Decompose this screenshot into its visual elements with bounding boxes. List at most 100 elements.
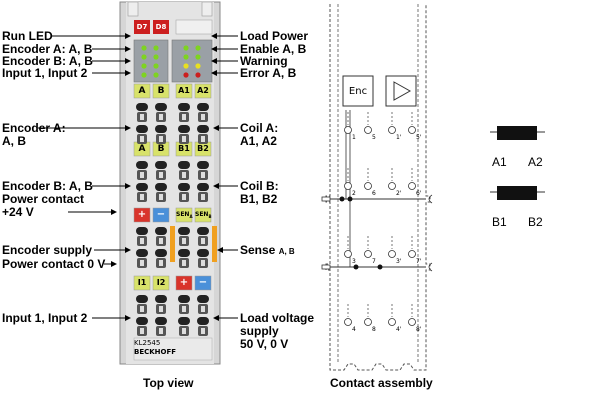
led-box-d7: [134, 20, 150, 34]
enc-label: Enc: [348, 86, 368, 97]
contact-pin: [344, 126, 352, 134]
terminal-slot: [155, 249, 167, 257]
terminal-label: I2: [156, 278, 166, 287]
terminal-slot: [197, 249, 209, 257]
terminal-opening: [140, 172, 144, 178]
led-number: D7: [136, 23, 148, 31]
label-encoder-supply: Encoder supply: [2, 243, 93, 257]
pin-number: 4': [396, 326, 402, 333]
terminal-slot: [136, 125, 148, 133]
led: [195, 63, 201, 69]
terminal-slot: [178, 317, 190, 325]
terminal-slot: [178, 103, 190, 111]
terminal-opening: [140, 328, 144, 334]
terminal-slot: [178, 249, 190, 257]
terminal-opening: [159, 114, 163, 120]
terminal-slot: [178, 125, 190, 133]
coil-b-left-label: B1: [492, 215, 507, 229]
label-coil-a-2: A1, A2: [240, 134, 277, 148]
terminal-label: A: [138, 144, 146, 154]
terminal-label: SENB: [195, 211, 212, 220]
contact-pin: [408, 126, 416, 134]
led: [183, 45, 189, 51]
led: [183, 63, 189, 69]
terminal-slot: [178, 183, 190, 191]
contact-pin: [364, 182, 372, 190]
coil-b-symbol: [497, 186, 537, 200]
terminal-opening: [159, 260, 163, 266]
terminal-slot: [136, 183, 148, 191]
pin-number: 7: [372, 258, 376, 265]
pin-number: 8': [416, 326, 422, 333]
contact-pin: [388, 182, 396, 190]
label-input-top: Input 1, Input 2: [2, 66, 88, 80]
label-coil-b-1: Coil B:: [240, 179, 279, 193]
label-warning: Warning: [240, 54, 288, 68]
terminal-opening: [140, 306, 144, 312]
led: [183, 72, 189, 78]
terminal-opening: [201, 260, 205, 266]
pin-number: 5': [416, 134, 422, 141]
terminal-opening: [201, 306, 205, 312]
label-encoder-a-1: Encoder A:: [2, 121, 66, 135]
terminal-slot: [136, 317, 148, 325]
terminal-label: +: [137, 209, 147, 220]
terminal-opening: [201, 172, 205, 178]
terminal-opening: [159, 172, 163, 178]
terminal-slot: [136, 103, 148, 111]
pin-number: 8: [372, 326, 376, 333]
terminal-opening: [201, 136, 205, 142]
terminal-opening: [182, 194, 186, 200]
terminal-opening: [182, 238, 186, 244]
terminal-opening: [201, 238, 205, 244]
coil-a-left-label: A1: [492, 155, 507, 169]
led: [141, 72, 147, 78]
terminal-row-3: [133, 207, 212, 223]
brand-logo: BECKHOFF: [134, 348, 177, 356]
terminal-slot: [178, 227, 190, 235]
contact-pin: [344, 318, 352, 326]
led: [195, 72, 201, 78]
terminal-slot: [197, 103, 209, 111]
terminal-opening: [140, 136, 144, 142]
terminal-row-4: [133, 275, 212, 291]
terminal-slot: [197, 317, 209, 325]
pin-number: 1': [396, 134, 402, 141]
pin-number: 5: [372, 134, 376, 141]
terminal-slot: [197, 183, 209, 191]
label-coil-b-2: B1, B2: [240, 192, 278, 206]
terminal-label: A: [138, 86, 146, 96]
led: [141, 45, 147, 51]
led-number: D8: [155, 23, 167, 31]
terminal-slot: [155, 161, 167, 169]
terminal-label: +: [179, 277, 189, 288]
led-window-right: [171, 39, 213, 83]
label-sense: Sense A, B: [240, 243, 295, 257]
label-load-voltage-2: supply: [240, 324, 279, 338]
label-error: Error A, B: [240, 66, 297, 80]
label-enable: Enable A, B: [240, 42, 307, 56]
contact-pin: [408, 318, 416, 326]
encoder-box: [342, 75, 374, 107]
label-power-contact: Power contact: [2, 192, 85, 206]
contact-pin: [364, 318, 372, 326]
terminal-opening: [159, 306, 163, 312]
label-encoder-b-top: Encoder B: A, B: [2, 54, 93, 68]
pin-number: 3: [352, 258, 356, 265]
terminal-slot: [155, 103, 167, 111]
terminal-slot: [155, 227, 167, 235]
terminal-opening: [201, 328, 205, 334]
terminal-slot: [155, 125, 167, 133]
terminal-opening: [182, 114, 186, 120]
contact-pin: [408, 182, 416, 190]
terminal-slot: [136, 227, 148, 235]
terminal-opening: [201, 114, 205, 120]
terminal-slot: [197, 227, 209, 235]
pin-number: 3': [396, 258, 402, 265]
pin-number: 2': [396, 190, 402, 197]
terminal-label: A1: [178, 86, 190, 95]
terminal-slot: [197, 161, 209, 169]
terminal-opening: [182, 328, 186, 334]
terminal-slot: [136, 295, 148, 303]
